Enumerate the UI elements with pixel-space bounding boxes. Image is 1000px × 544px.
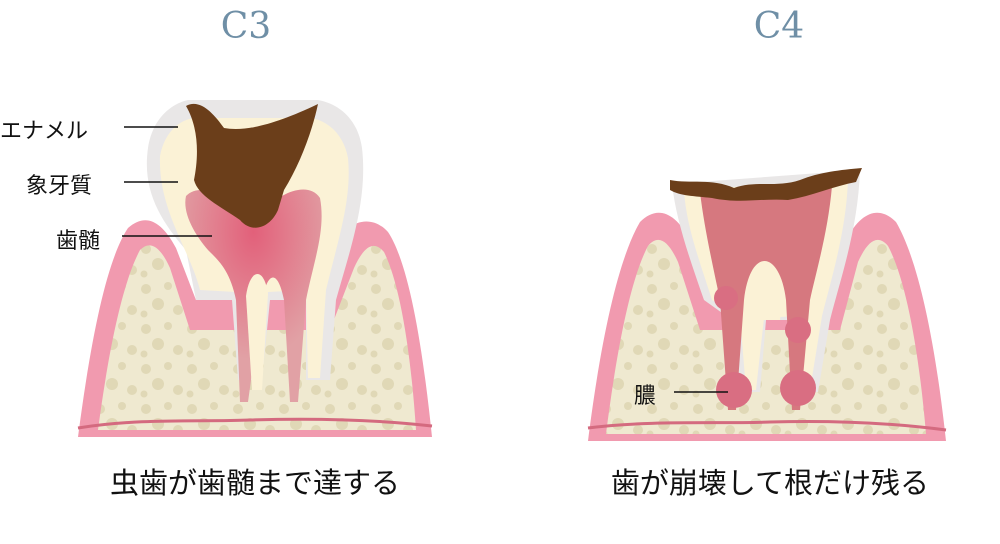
tooth-c4: [587, 168, 947, 441]
tooth-c3: [77, 100, 433, 437]
caption-c4: 歯が崩壊して根だけ残る: [610, 466, 930, 500]
pus-c4-4: [780, 370, 816, 406]
pulp-c4: [700, 186, 832, 410]
stage-title-c4: C4: [753, 6, 805, 47]
pus-c4-2: [785, 317, 811, 343]
caries-c4: [670, 168, 862, 201]
label-pus: 膿: [634, 384, 657, 409]
gum-line-c3: [77, 417, 433, 430]
stage-title-c3: C3: [220, 6, 272, 47]
label-dentin: 象牙質: [26, 174, 93, 199]
label-pulp: 歯髄: [56, 229, 101, 254]
gum-line-c4: [587, 419, 947, 432]
pus-c4-3: [716, 372, 752, 408]
caries-c3: [186, 103, 318, 228]
pus-c4-1: [714, 286, 738, 310]
label-enamel: エナメル: [0, 119, 89, 144]
caption-c3: 虫歯が歯髄まで達する: [109, 466, 400, 500]
bone-c4: [606, 239, 926, 434]
